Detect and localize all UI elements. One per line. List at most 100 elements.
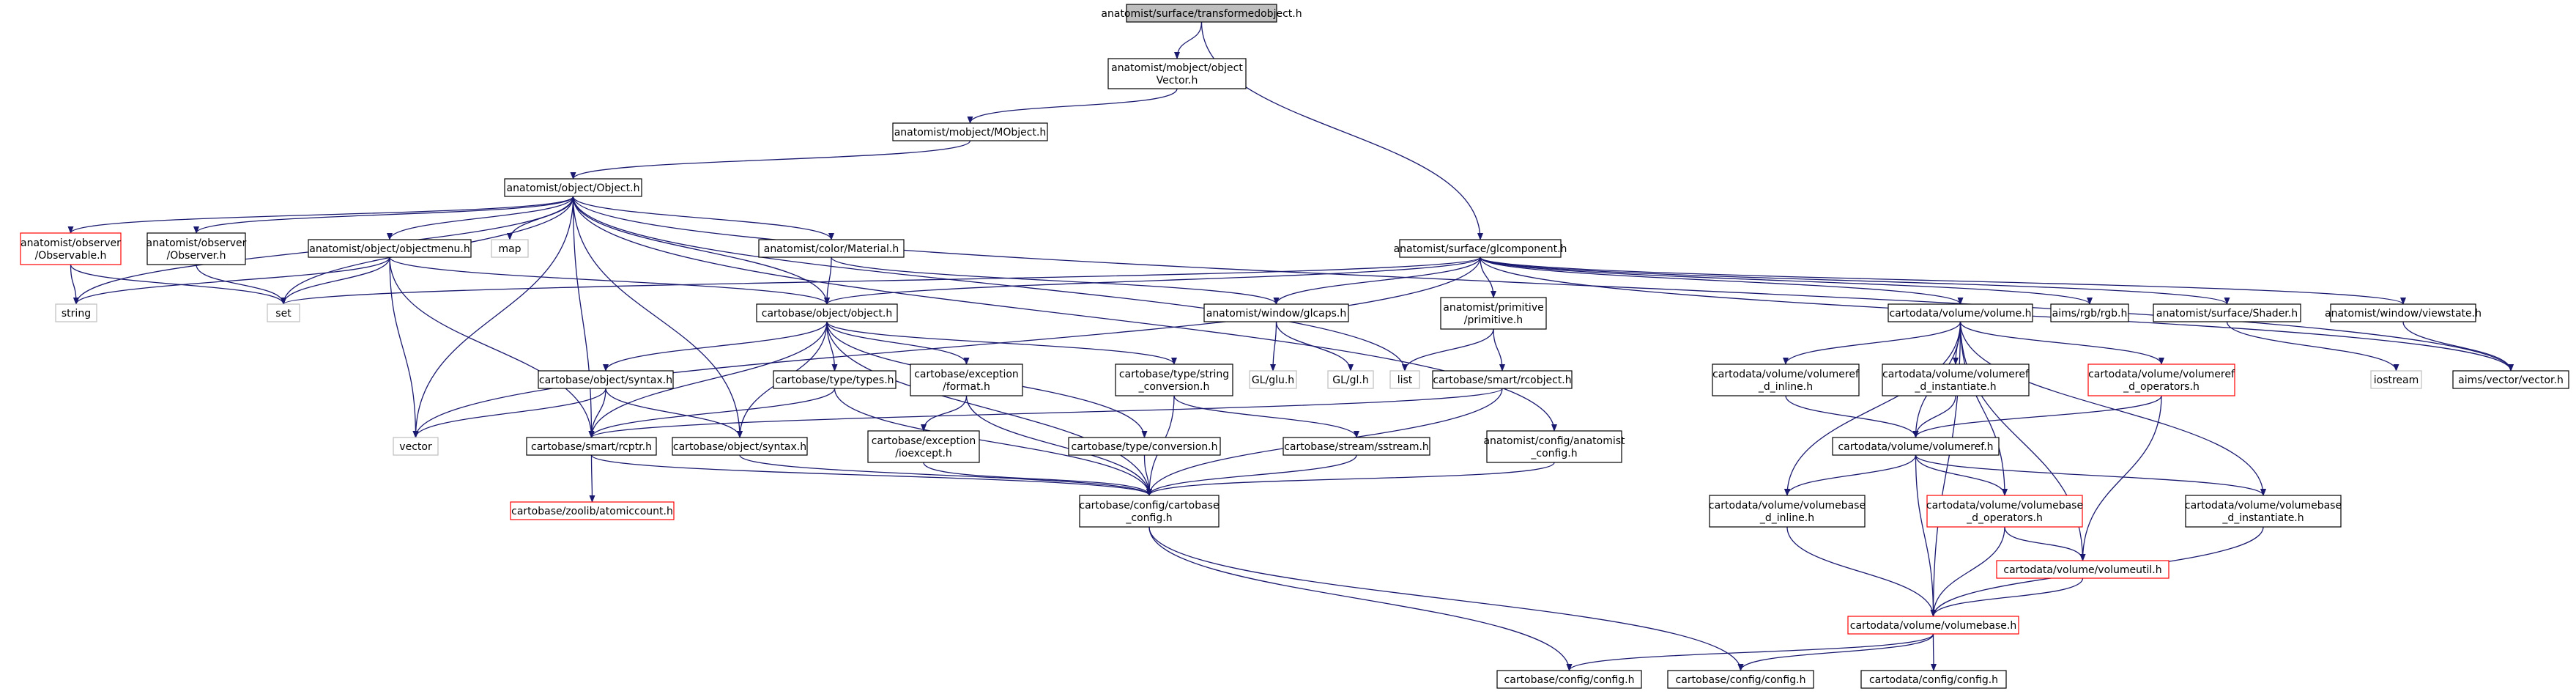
node-glcomponent[interactable]: anatomist/surface/glcomponent.h <box>1394 239 1567 258</box>
node-material[interactable]: anatomist/color/Material.h <box>758 239 905 258</box>
node-box <box>504 178 642 197</box>
node-label: /primitive.h <box>1464 314 1523 326</box>
node-label: vector <box>399 441 432 453</box>
edge-glcaps-to-glu <box>1270 321 1277 372</box>
node-box <box>146 232 246 265</box>
edge-types-to-rcptr <box>588 388 836 438</box>
node-ioexcept[interactable]: cartobase/exception/ioexcept.h <box>867 430 980 463</box>
node-box <box>756 303 898 322</box>
node-label: cartobase/type/string <box>1119 369 1229 380</box>
node-volumebase_d_operators[interactable]: cartodata/volume/volumebase_d_operators.… <box>1926 495 2083 528</box>
edge-primitive-to-list <box>1402 328 1494 372</box>
node-label: anatomist/mobject/object <box>1111 62 1243 74</box>
node-volumeref[interactable]: cartodata/volume/volumeref.h <box>1832 437 2000 456</box>
node-config1[interactable]: cartobase/config/config.h <box>1496 670 1642 689</box>
node-label: /ioexcept.h <box>895 448 952 459</box>
node-label: cartobase/type/conversion.h <box>1072 441 1218 453</box>
node-set: set <box>267 303 300 322</box>
node-sstream[interactable]: cartobase/stream/sstream.h <box>1283 437 1430 456</box>
edge-sstream-to-cartobase_config <box>1146 454 1357 496</box>
node-label: anatomist/surface/glcomponent.h <box>1394 243 1567 255</box>
edge-volumeref-to-volumebase_d_inline <box>1784 454 1917 496</box>
node-config2[interactable]: cartobase/config/config.h <box>1667 670 1814 689</box>
node-box <box>510 501 675 520</box>
node-box <box>758 239 905 258</box>
edge-format-to-cartobase_config <box>965 395 1152 496</box>
node-syntax1[interactable]: cartobase/object/syntax.h <box>538 370 674 389</box>
node-volumeref_d_inline[interactable]: cartodata/volume/volumeref_d_inline.h <box>1712 363 1860 396</box>
node-box <box>1882 363 2030 396</box>
node-label: anatomist/window/glcaps.h <box>1206 308 1347 320</box>
edge-rcptr-to-cartobase_config <box>590 454 1152 496</box>
node-volumeutil[interactable]: cartodata/volume/volumeutil.h <box>1996 560 2169 579</box>
node-conversion[interactable]: cartobase/type/conversion.h <box>1068 437 1221 456</box>
node-volumeref_d_operators[interactable]: cartodata/volume/volumeref_d_operators.h <box>2087 363 2235 396</box>
node-volumebase_d_instantiate[interactable]: cartodata/volume/volumebase_d_instantiat… <box>2185 495 2342 528</box>
node-label: cartodata/volume/volume.h <box>1889 308 2031 320</box>
node-object[interactable]: anatomist/object/Object.h <box>504 178 642 197</box>
graph-nodes: anatomist/surface/transformedobject.h ana… <box>20 4 2569 689</box>
edge-volume-to-volumeref_d_inline <box>1783 321 1961 365</box>
edge-types-to-cartobase_config <box>834 388 1152 496</box>
node-volumebase_d_inline[interactable]: cartodata/volume/volumebase_d_inline.h <box>1709 495 1866 528</box>
node-objectmenu[interactable]: anatomist/object/objectmenu.h <box>308 239 472 258</box>
node-glcaps[interactable]: anatomist/window/glcaps.h <box>1203 303 1349 322</box>
node-label: cartodata/volume/volumebase <box>1926 500 2083 512</box>
node-label: _d_instantiate.h <box>1914 381 1996 393</box>
edge-objectmenu-to-cb_object <box>389 256 830 305</box>
node-anatomist_config[interactable]: anatomist/config/anatomist_config.h <box>1483 430 1625 463</box>
node-label: cartodata/volume/volumebase <box>1709 500 1866 512</box>
node-types[interactable]: cartobase/type/types.h <box>773 370 897 389</box>
node-label: anatomist/observer <box>146 237 247 249</box>
node-cartodata_config[interactable]: cartodata/config/config.h <box>1860 670 2007 689</box>
node-rcobject[interactable]: cartobase/smart/rcobject.h <box>1432 370 1573 389</box>
node-observable[interactable]: anatomist/observer/Observable.h <box>20 232 122 265</box>
node-box <box>1327 370 1374 389</box>
node-label: cartobase/smart/rcptr.h <box>531 441 652 453</box>
node-viewstate[interactable]: anatomist/window/viewstate.h <box>2325 303 2482 322</box>
node-cartobase_config[interactable]: cartobase/config/cartobase_config.h <box>1079 495 1220 528</box>
node-box <box>1832 437 2000 456</box>
node-box <box>1432 370 1573 389</box>
node-label: cartobase/zoolib/atomiccount.h <box>511 506 673 517</box>
node-primitive[interactable]: anatomist/primitive/primitive.h <box>1440 297 1547 330</box>
node-label: anatomist/window/viewstate.h <box>2325 308 2482 320</box>
node-volumeref_d_instantiate[interactable]: cartodata/volume/volumeref_d_instantiate… <box>1882 363 2030 396</box>
edge-format-to-ioexcept <box>921 395 968 432</box>
node-volume[interactable]: cartodata/volume/volume.h <box>1888 303 2033 322</box>
edge-volumeref-to-volumebase_d_operators <box>1915 454 2008 496</box>
node-box <box>1107 58 1247 89</box>
edge-observable-to-set <box>70 264 286 305</box>
node-syntax2[interactable]: cartobase/object/syntax.h <box>672 437 808 456</box>
node-atomiccount[interactable]: cartobase/zoolib/atomiccount.h <box>510 501 675 520</box>
node-box <box>1888 303 2033 322</box>
edge-volumeref_d_instantiate-to-volumeref <box>1912 395 1956 438</box>
node-vector: vector <box>393 437 439 456</box>
node-mobject[interactable]: anatomist/mobject/MObject.h <box>892 122 1048 141</box>
edge-cartobase_config-to-config1 <box>1148 526 1573 671</box>
node-label: list <box>1398 374 1413 386</box>
node-cb_object[interactable]: cartobase/object/object.h <box>756 303 898 322</box>
node-label: cartobase/exception <box>914 369 1019 380</box>
node-box <box>1389 370 1420 389</box>
node-label: anatomist/surface/transformedobject.h <box>1101 8 1302 20</box>
node-string_conversion[interactable]: cartobase/type/string_conversion.h <box>1115 363 1233 396</box>
node-format[interactable]: cartobase/exception/format.h <box>910 363 1023 396</box>
node-transformedobject[interactable]: anatomist/surface/transformedobject.h <box>1101 4 1302 23</box>
node-shader[interactable]: anatomist/surface/Shader.h <box>2153 303 2301 322</box>
edge-cb_object-to-format <box>826 321 970 365</box>
edge-cartobase_config-to-config2 <box>1148 526 1744 671</box>
node-box <box>267 303 300 322</box>
node-rcptr[interactable]: cartobase/smart/rcptr.h <box>526 437 657 456</box>
edge-object-to-observable <box>67 196 574 234</box>
node-aims_vector[interactable]: aims/vector/vector.h <box>2452 370 2569 389</box>
node-label: cartodata/config/config.h <box>1869 674 1998 686</box>
node-volumebase[interactable]: cartodata/volume/volumebase.h <box>1847 616 2019 635</box>
edge-volumeref-to-volumebase <box>1915 454 1937 617</box>
node-label: Vector.h <box>1157 75 1198 86</box>
node-rgb[interactable]: aims/rgb/rgb.h <box>2050 303 2129 322</box>
edge-volumebase-to-config2 <box>1737 633 1934 671</box>
node-observer[interactable]: anatomist/observer/Observer.h <box>146 232 247 265</box>
